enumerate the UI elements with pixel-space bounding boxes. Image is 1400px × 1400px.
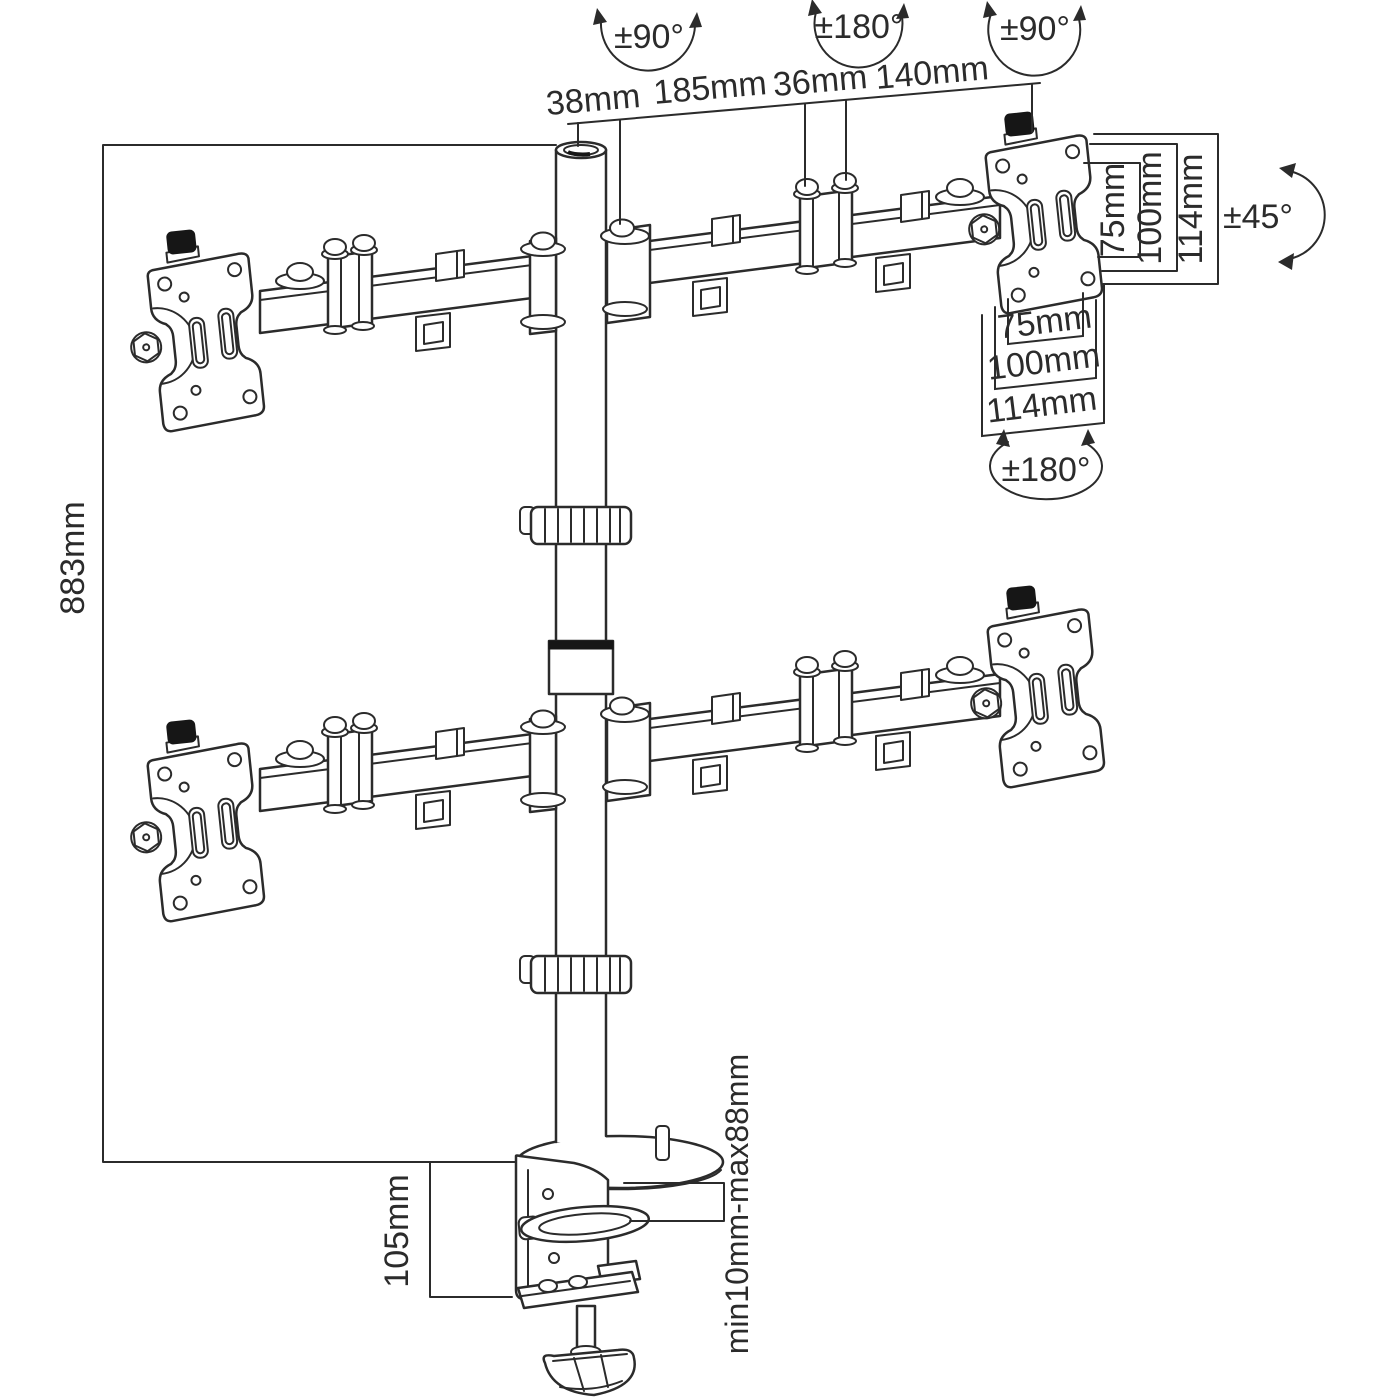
cable-clip-icon <box>435 668 930 760</box>
vesa-v-100mm-label: 100mm <box>1131 151 1169 264</box>
dimension-labels: ±90° ±180° ±90° ±45° ±180° 38mm 185mm 36… <box>54 8 1293 1354</box>
lower-pole-clamp <box>520 696 652 814</box>
upper-pole-clamp <box>520 218 652 336</box>
upper-left-arm-joint <box>321 234 378 335</box>
desk-clamp <box>514 1154 651 1397</box>
dim-38mm-label: 38mm <box>544 77 641 123</box>
dim-36mm-label: 36mm <box>771 58 868 104</box>
cable-clip-icon <box>415 731 911 830</box>
tilt-label: ±45° <box>1223 198 1293 236</box>
cable-clip-icon <box>415 253 911 352</box>
pole-height-label: 883mm <box>54 501 92 614</box>
swivel-right-label: ±90° <box>1000 10 1070 48</box>
lower-left-arm-joint <box>321 712 378 814</box>
desk-thickness-label: min10mm-max88mm <box>719 1054 755 1354</box>
vesa-plate-lower-left <box>118 713 267 926</box>
vesa-v-75mm-label: 75mm <box>1094 163 1132 257</box>
vesa-h-114mm-label: 114mm <box>984 379 1099 430</box>
pole-collar-lower <box>519 954 633 995</box>
clamp-lever <box>517 1204 651 1244</box>
pole-sleeve <box>547 639 615 696</box>
pole-collar-upper <box>519 505 633 546</box>
vesa-plate-upper-left <box>118 223 267 436</box>
dimension-lines <box>102 0 1326 1298</box>
lower-right-arm-joint <box>793 650 859 753</box>
clamp-height-label: 105mm <box>378 1174 416 1287</box>
vesa-rotate-label: ±180° <box>1002 451 1091 489</box>
clamp-screw-handle <box>542 1348 636 1397</box>
pole <box>519 140 633 1144</box>
vesa-v-114mm-label: 114mm <box>1172 154 1210 265</box>
upper-right-arm-joint <box>793 172 859 275</box>
dim-185mm-label: 185mm <box>652 64 768 112</box>
swivel-left-label: ±90° <box>614 18 684 56</box>
cable-clip-icon <box>435 190 930 282</box>
swivel-center-label: ±180° <box>815 8 904 46</box>
